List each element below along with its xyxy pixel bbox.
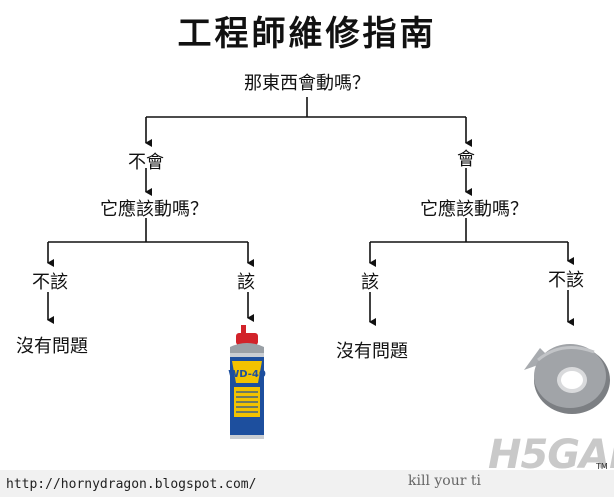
trademark-mark: TM [596, 462, 608, 471]
left-question: 它應該動嗎？ [100, 199, 208, 220]
answer-no: 不會 [128, 152, 164, 173]
result-no-problem-right: 沒有問題 [336, 341, 408, 362]
root-question: 那東西會動嗎？ [244, 73, 370, 94]
blog-url: http://hornydragon.blogspot.com/ [6, 477, 257, 492]
left-answer-should: 該 [237, 272, 255, 293]
duct-tape-image [524, 344, 610, 414]
wd40-label: WD-40 [228, 369, 266, 380]
footer-tagline: kill your ti [408, 473, 481, 489]
wd40-can-image: WD-40 [228, 325, 266, 439]
diagram-title: 工程師維修指南 [177, 14, 437, 54]
footer-bar [0, 470, 614, 497]
watermark-logo: H5GAR [488, 432, 614, 478]
left-answer-shouldnt: 不該 [32, 272, 68, 293]
right-answer-shouldnt: 不該 [548, 270, 584, 291]
right-answer-should: 該 [361, 272, 379, 293]
result-no-problem-left: 沒有問題 [16, 336, 88, 357]
answer-yes: 會 [457, 149, 475, 170]
right-question: 它應該動嗎？ [420, 199, 528, 220]
